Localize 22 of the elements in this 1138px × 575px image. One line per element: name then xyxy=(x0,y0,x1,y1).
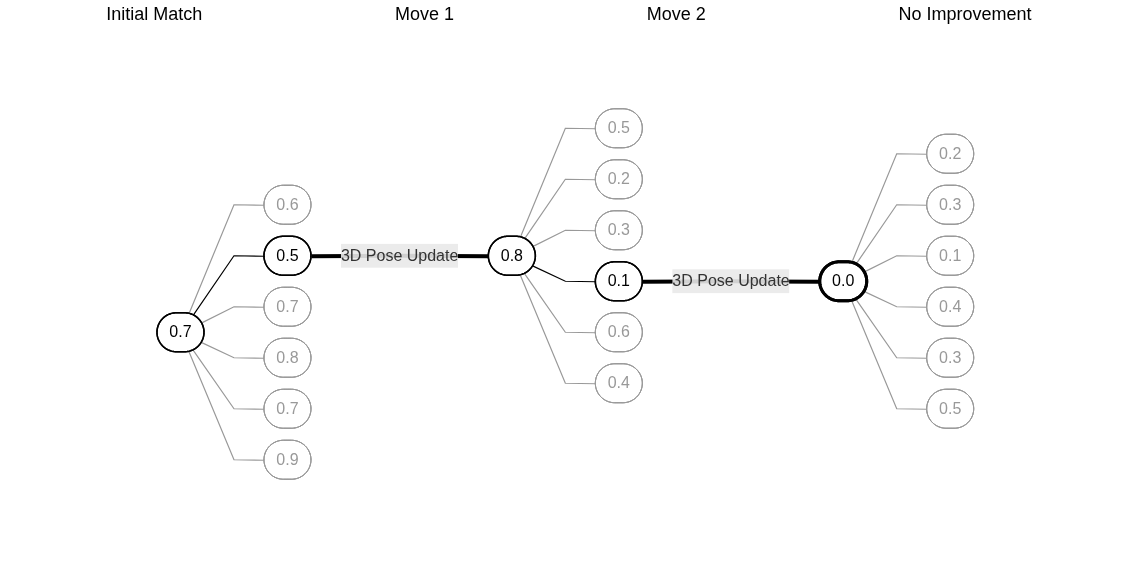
connector xyxy=(192,349,265,410)
column-heading: No Improvement xyxy=(898,4,1032,25)
connector xyxy=(200,306,265,324)
connector xyxy=(850,153,928,264)
connector xyxy=(855,298,928,359)
connector xyxy=(200,342,265,359)
connector xyxy=(855,204,928,265)
edge-label: 3D Pose Update xyxy=(671,272,790,290)
edge-label: 3D Pose Update xyxy=(340,246,459,264)
connector xyxy=(523,273,597,334)
column-heading: Move 2 xyxy=(646,4,706,25)
connector xyxy=(523,178,597,240)
connector xyxy=(850,300,928,410)
connector xyxy=(519,127,597,238)
column-heading: Initial Match xyxy=(106,4,203,25)
connector xyxy=(188,351,265,461)
connector xyxy=(863,255,928,273)
column-heading: Move 1 xyxy=(395,4,455,25)
connector xyxy=(188,204,265,315)
connector xyxy=(863,291,928,308)
connector xyxy=(532,229,597,247)
connector xyxy=(519,274,597,385)
